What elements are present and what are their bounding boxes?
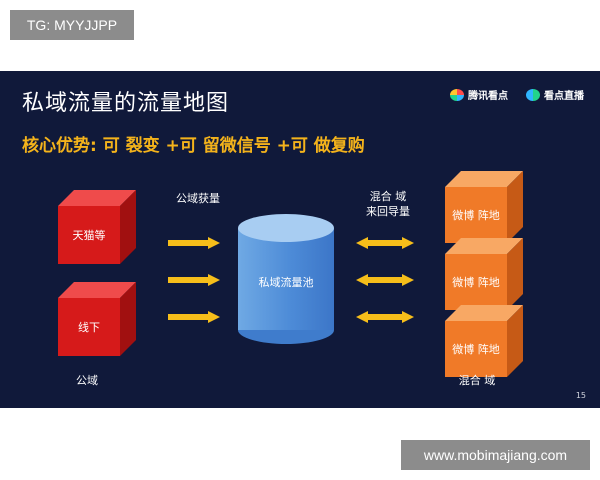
live-icon [526,88,540,101]
public-domain-label: 公域 [76,374,98,387]
cube-tmall: 天猫等 [58,190,136,264]
logo-text: 看点直播 [544,91,584,102]
cube-label: 天猫等 [72,229,106,242]
logo-kandian-live: 看点直播 [526,87,584,102]
arrow-right [168,311,220,323]
watermark-bottom: www.mobimajiang.com [401,440,590,470]
double-arrow [356,274,414,286]
cube-label: 微博 阵地 [452,276,500,289]
logo-tencent-kandian: 腾讯看点 [450,87,508,102]
cube-front [58,298,120,356]
mixed-domain-label: 混合 域 [369,190,407,203]
double-arrow [356,237,414,249]
arrow-right [168,274,220,286]
private-traffic-pool: 私域流量池 [238,214,334,344]
cube-label: 微博 阵地 [452,209,500,222]
page-number: 15 [575,391,586,400]
slide: 私域流量的流量地图 核心优势: 可 裂变 +可 留微信号 +可 做复购 腾讯看点… [0,71,600,408]
back-forth-label: 来回导量 [366,205,410,218]
mixed-domain-bottom-label: 混合 域 [458,374,496,387]
logo-text: 腾讯看点 [468,91,508,102]
kandian-icon [450,88,464,101]
cube-front [445,187,507,243]
cube-weibo-3: 微博 阵地 [445,305,523,377]
cube-label: 微博 阵地 [452,343,500,356]
slide-title: 私域流量的流量地图 [22,91,230,116]
cube-label: 线下 [78,321,100,334]
double-arrow [356,311,414,323]
cube-front [445,254,507,310]
cylinder-body [238,228,334,330]
watermark-top: TG: MYYJJPP [10,10,134,40]
arrow-right [168,237,220,249]
cube-weibo-1: 微博 阵地 [445,171,523,243]
cube-front [445,321,507,377]
slide-subtitle: 核心优势: 可 裂变 +可 留微信号 +可 做复购 [22,136,365,156]
cylinder-label: 私域流量池 [258,276,314,289]
cube-offline: 线下 [58,282,136,356]
cube-weibo-2: 微博 阵地 [445,238,523,310]
cylinder-top [238,214,334,242]
public-acquire-label: 公域获量 [176,192,220,205]
cube-front [58,206,120,264]
